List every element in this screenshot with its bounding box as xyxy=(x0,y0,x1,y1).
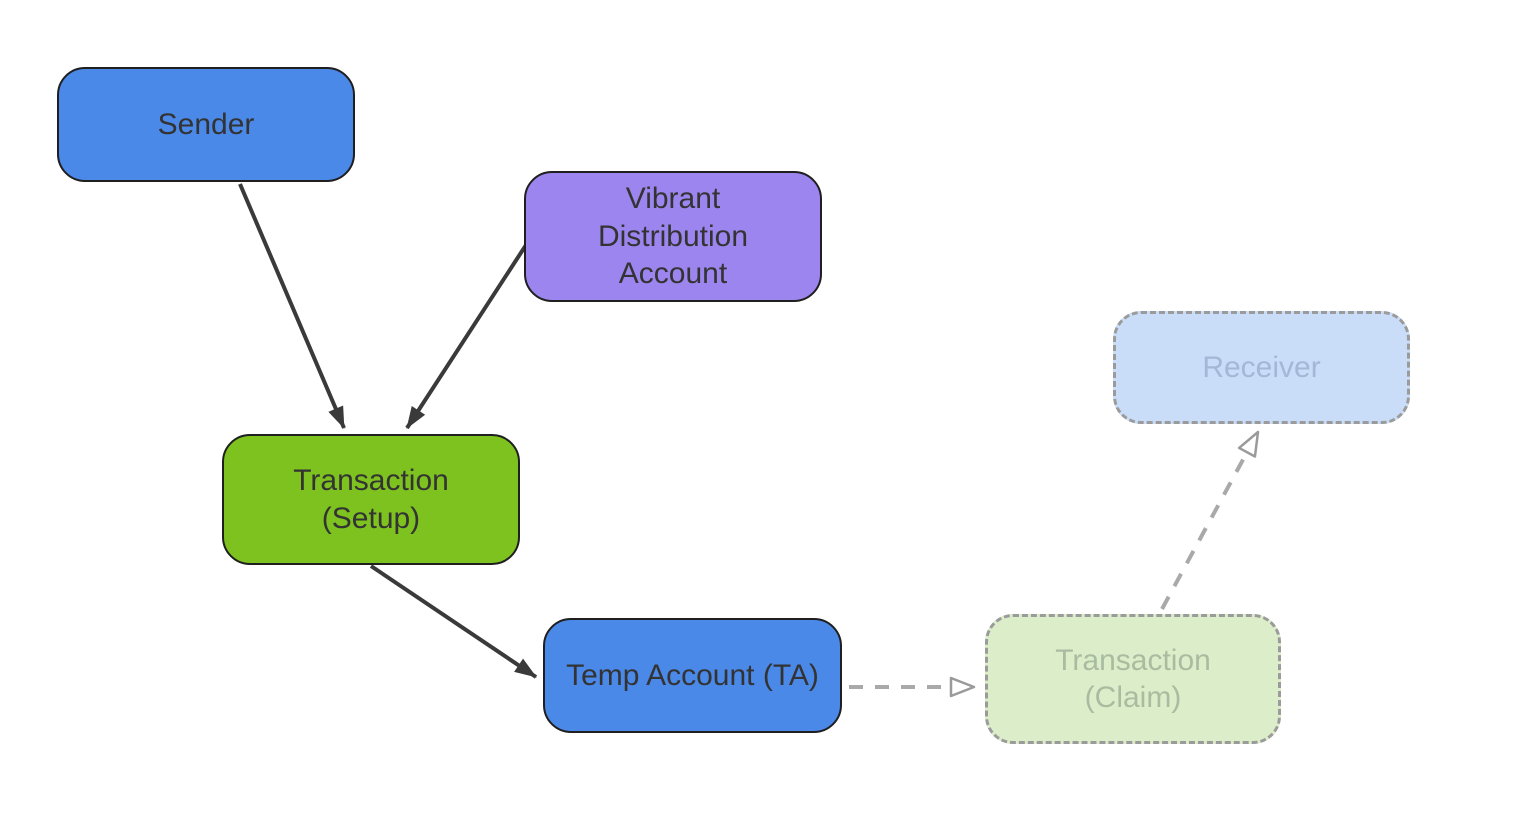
node-temp-account-label: Temp Account (TA) xyxy=(566,658,819,692)
edge-sender-to-setup xyxy=(238,183,346,429)
node-transaction-claim: Transaction (Claim) xyxy=(985,614,1281,744)
node-vibrant-distribution-account: Vibrant Distribution Account xyxy=(524,171,822,302)
edge-vibrant-to-setup xyxy=(405,243,528,430)
edge-claim-to-receiver xyxy=(1160,430,1260,610)
node-transaction-claim-label: Transaction (Claim) xyxy=(1055,643,1211,715)
node-receiver-label: Receiver xyxy=(1202,350,1321,384)
node-sender-label: Sender xyxy=(157,107,255,141)
node-temp-account: Temp Account (TA) xyxy=(543,618,842,733)
node-transaction-setup-label: Transaction (Setup) xyxy=(293,464,449,535)
node-transaction-setup: Transaction (Setup) xyxy=(222,434,520,565)
node-vibrant-distribution-account-label: Vibrant Distribution Account xyxy=(597,182,749,291)
node-sender: Sender xyxy=(57,67,355,182)
edge-setup-to-temp-account xyxy=(369,564,538,679)
node-receiver: Receiver xyxy=(1113,311,1410,424)
